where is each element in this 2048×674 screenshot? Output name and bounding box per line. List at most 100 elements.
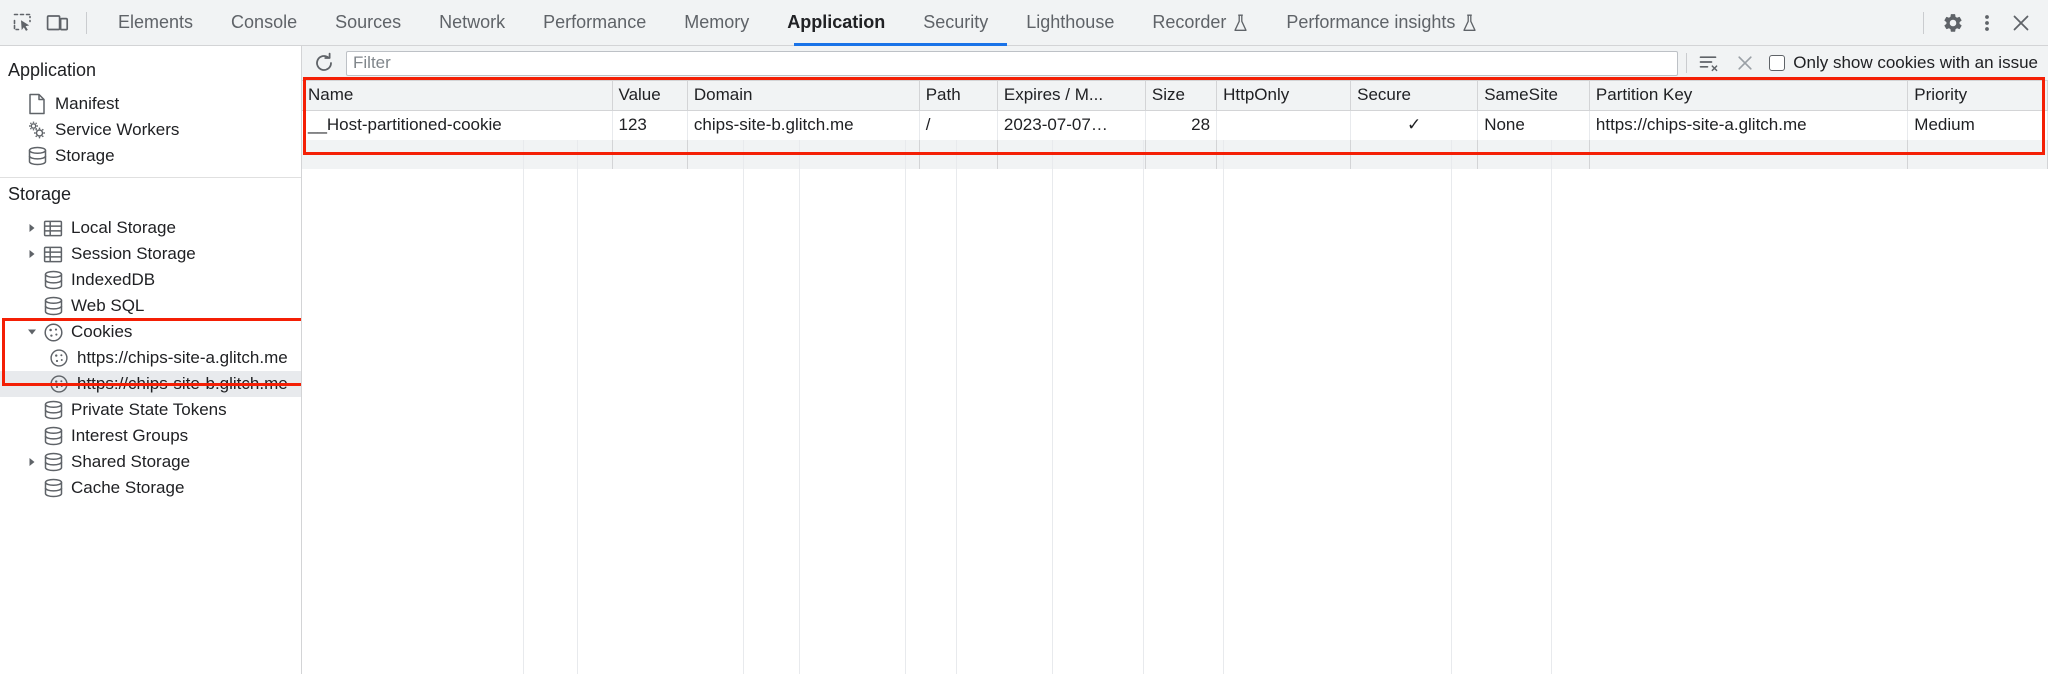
toolbar-right-actions bbox=[1911, 7, 2038, 39]
sidebar-item-cookies[interactable]: Cookies bbox=[0, 319, 301, 345]
application-sidebar: Application Manifest bbox=[0, 46, 302, 674]
cookies-filter-toolbar: Only show cookies with an issue bbox=[302, 46, 2048, 81]
sidebar-item-local-storage[interactable]: Local Storage bbox=[0, 215, 301, 241]
devtools-main-toolbar: Elements Console Sources Network Perform… bbox=[0, 0, 2048, 46]
tab-sources[interactable]: Sources bbox=[316, 0, 420, 45]
database-icon bbox=[40, 296, 66, 316]
sidebar-item-label: Interest Groups bbox=[71, 426, 189, 445]
clear-x-icon[interactable] bbox=[1731, 50, 1759, 76]
tab-elements[interactable]: Elements bbox=[99, 0, 212, 45]
tab-recorder[interactable]: Recorder bbox=[1133, 0, 1267, 45]
grid-rule bbox=[1053, 140, 1144, 674]
sidebar-item-label: Storage bbox=[55, 146, 115, 165]
grid-rule bbox=[302, 140, 524, 674]
sidebar-item-session-storage[interactable]: Session Storage bbox=[0, 241, 301, 267]
tab-label: Console bbox=[231, 12, 298, 32]
filler-cell bbox=[687, 140, 920, 169]
grid-rule bbox=[1144, 140, 1224, 674]
sidebar-item-label: Private State Tokens bbox=[71, 400, 227, 419]
column-header-value[interactable]: Value bbox=[612, 81, 688, 111]
experiment-flask-icon bbox=[1462, 14, 1477, 32]
column-header-httponly[interactable]: HttpOnly bbox=[1216, 81, 1352, 111]
sidebar-item-private-state-tokens[interactable]: Private State Tokens bbox=[0, 397, 301, 423]
grid-rule bbox=[1224, 140, 1452, 674]
cookies-table: Name Value Domain Path Expires / M... Si… bbox=[302, 81, 2048, 169]
sidebar-item-interest-groups[interactable]: Interest Groups bbox=[0, 423, 301, 449]
filler-cell bbox=[1477, 140, 1590, 169]
chevron-down-icon[interactable] bbox=[24, 328, 40, 337]
filter-divider bbox=[1686, 53, 1688, 73]
database-icon bbox=[40, 426, 66, 446]
chevron-right-icon[interactable] bbox=[24, 223, 40, 233]
sidebar-item-label: Web SQL bbox=[71, 296, 145, 315]
tab-label: Memory bbox=[684, 12, 750, 32]
inspect-cursor-icon[interactable] bbox=[6, 7, 40, 39]
sidebar-item-shared-storage[interactable]: Shared Storage bbox=[0, 449, 301, 475]
column-header-size[interactable]: Size bbox=[1145, 81, 1218, 111]
filler-cell bbox=[1145, 140, 1218, 169]
grid-rule bbox=[744, 140, 800, 674]
grid-rule bbox=[957, 140, 1053, 674]
tab-console[interactable]: Console bbox=[212, 0, 316, 45]
tab-performance-insights[interactable]: Performance insights bbox=[1267, 0, 1496, 45]
only-issues-checkbox[interactable] bbox=[1769, 55, 1786, 71]
tab-label: Application bbox=[787, 12, 886, 32]
column-header-name[interactable]: Name bbox=[302, 81, 613, 111]
cell-expires: 2023-07-07… bbox=[997, 110, 1146, 140]
column-header-domain[interactable]: Domain bbox=[687, 81, 920, 111]
tab-memory[interactable]: Memory bbox=[665, 0, 768, 45]
sidebar-item-storage[interactable]: Storage bbox=[0, 143, 301, 169]
cell-name: __Host-partitioned-cookie bbox=[302, 110, 613, 140]
refresh-icon[interactable] bbox=[310, 50, 338, 76]
filter-clear-icon[interactable] bbox=[1695, 50, 1723, 76]
chevron-right-icon[interactable] bbox=[24, 249, 40, 259]
gear-icon[interactable] bbox=[1936, 7, 1970, 39]
table-row[interactable]: __Host-partitioned-cookie 123 chips-site… bbox=[302, 110, 2048, 140]
database-icon bbox=[40, 270, 66, 290]
filler-cell bbox=[1589, 140, 1909, 169]
sidebar-item-service-workers[interactable]: Service Workers bbox=[0, 117, 301, 143]
sidebar-item-label: Service Workers bbox=[55, 120, 180, 139]
cell-httponly bbox=[1216, 110, 1352, 140]
cell-partition-key: https://chips-site-a.glitch.me bbox=[1589, 110, 1909, 140]
tab-network[interactable]: Network bbox=[420, 0, 524, 45]
tab-label: Security bbox=[923, 12, 989, 32]
sidebar-divider bbox=[0, 177, 301, 178]
sidebar-item-cache-storage[interactable]: Cache Storage bbox=[0, 475, 301, 501]
grid-rule bbox=[1452, 140, 1552, 674]
sidebar-item-indexeddb[interactable]: IndexedDB bbox=[0, 267, 301, 293]
column-header-path[interactable]: Path bbox=[919, 81, 998, 111]
sidebar-item-manifest[interactable]: Manifest bbox=[0, 91, 301, 117]
sidebar-item-cookies-site-b[interactable]: https://chips-site-b.glitch.me bbox=[0, 371, 301, 397]
chevron-right-icon[interactable] bbox=[24, 457, 40, 467]
sidebar-item-cookies-site-a[interactable]: https://chips-site-a.glitch.me bbox=[0, 345, 301, 371]
cookies-table-area: Name Value Domain Path Expires / M... Si… bbox=[302, 81, 2048, 674]
close-icon[interactable] bbox=[2004, 7, 2038, 39]
cookie-icon bbox=[40, 322, 66, 343]
tab-performance[interactable]: Performance bbox=[524, 0, 665, 45]
device-toolbar-icon[interactable] bbox=[40, 7, 74, 39]
sidebar-section-storage-title: Storage bbox=[8, 184, 72, 204]
column-header-samesite[interactable]: SameSite bbox=[1477, 81, 1590, 111]
sidebar-item-label: IndexedDB bbox=[71, 270, 156, 289]
only-issues-checkbox-wrapper[interactable]: Only show cookies with an issue bbox=[1767, 53, 2038, 73]
experiment-flask-icon bbox=[1233, 14, 1248, 32]
active-tab-indicator bbox=[794, 43, 1007, 46]
tab-security[interactable]: Security bbox=[904, 0, 1007, 45]
cookie-icon bbox=[46, 348, 72, 368]
column-header-expires[interactable]: Expires / M... bbox=[997, 81, 1146, 111]
filler-cell bbox=[1350, 140, 1479, 169]
only-issues-label: Only show cookies with an issue bbox=[1793, 53, 2038, 72]
grid-rule bbox=[800, 140, 906, 674]
kebab-menu-icon[interactable] bbox=[1970, 7, 2004, 39]
sidebar-item-web-sql[interactable]: Web SQL bbox=[0, 293, 301, 319]
filter-input[interactable] bbox=[346, 50, 1679, 76]
column-header-partition-key[interactable]: Partition Key bbox=[1589, 81, 1909, 111]
tab-lighthouse[interactable]: Lighthouse bbox=[1007, 0, 1133, 45]
column-header-priority[interactable]: Priority bbox=[1907, 81, 2048, 111]
column-header-secure[interactable]: Secure bbox=[1350, 81, 1479, 111]
tab-application[interactable]: Application bbox=[768, 0, 904, 45]
database-icon bbox=[24, 146, 50, 166]
sidebar-item-label: Cookies bbox=[71, 322, 133, 341]
